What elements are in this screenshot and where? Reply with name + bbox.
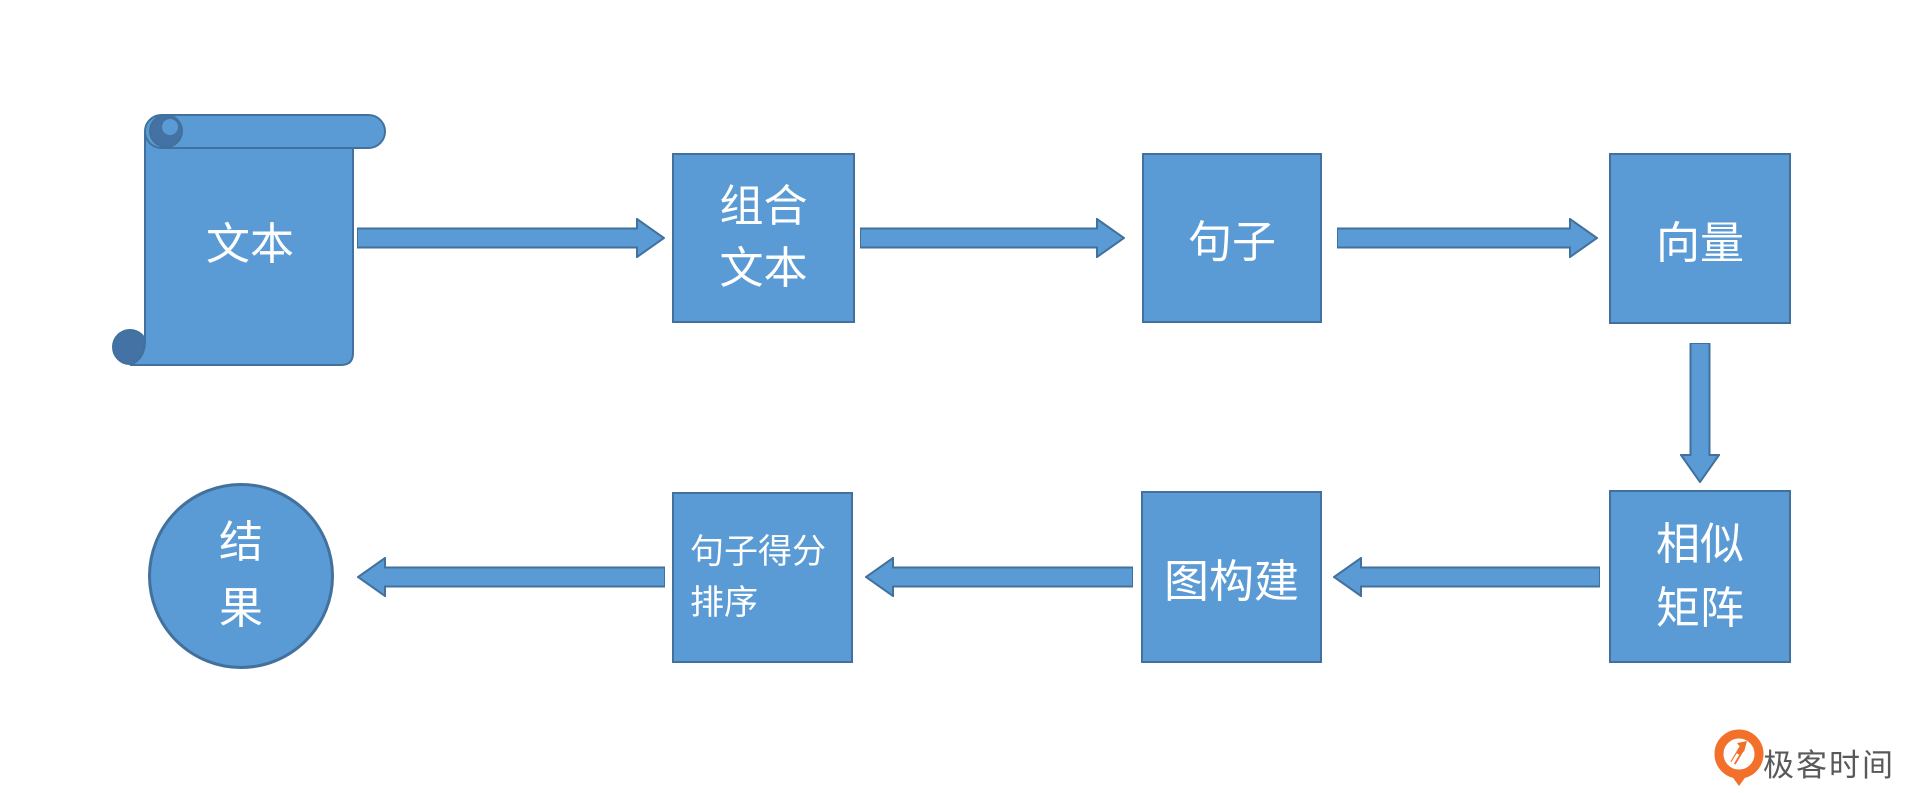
connector-arrow-sentences-to-vectors — [1337, 218, 1598, 258]
geektime-logo-text: 极客时间 — [1763, 748, 1895, 783]
geektime-logo-icon — [1714, 729, 1764, 786]
node-vectors: 向量 — [1609, 153, 1791, 324]
connector-arrow-text-to-combined — [357, 218, 665, 258]
node-source-text-label: 文本 — [206, 220, 294, 269]
node-sentence-score-ranking: 句子得分 排序 — [672, 492, 853, 663]
scroll-top-curl-inner — [162, 119, 178, 135]
node-graph-construction: 图构建 — [1141, 491, 1322, 663]
connector-arrow-similarity-to-graph — [1333, 557, 1600, 597]
connector-arrow-graph-to-ranking — [865, 557, 1133, 597]
connector-arrow-vectors-to-similarity — [1680, 343, 1720, 483]
node-similarity-matrix: 相似 矩阵 — [1609, 490, 1791, 663]
node-result: 结 果 — [148, 483, 334, 669]
connector-arrow-ranking-to-result — [357, 557, 665, 597]
scroll-body — [129, 132, 354, 366]
node-combined-text: 组合 文本 — [672, 153, 855, 323]
connector-arrow-combined-to-sentences — [860, 218, 1125, 258]
node-sentences: 句子 — [1142, 153, 1322, 323]
scroll-top-roll — [144, 114, 386, 149]
scroll-shape — [112, 114, 386, 366]
